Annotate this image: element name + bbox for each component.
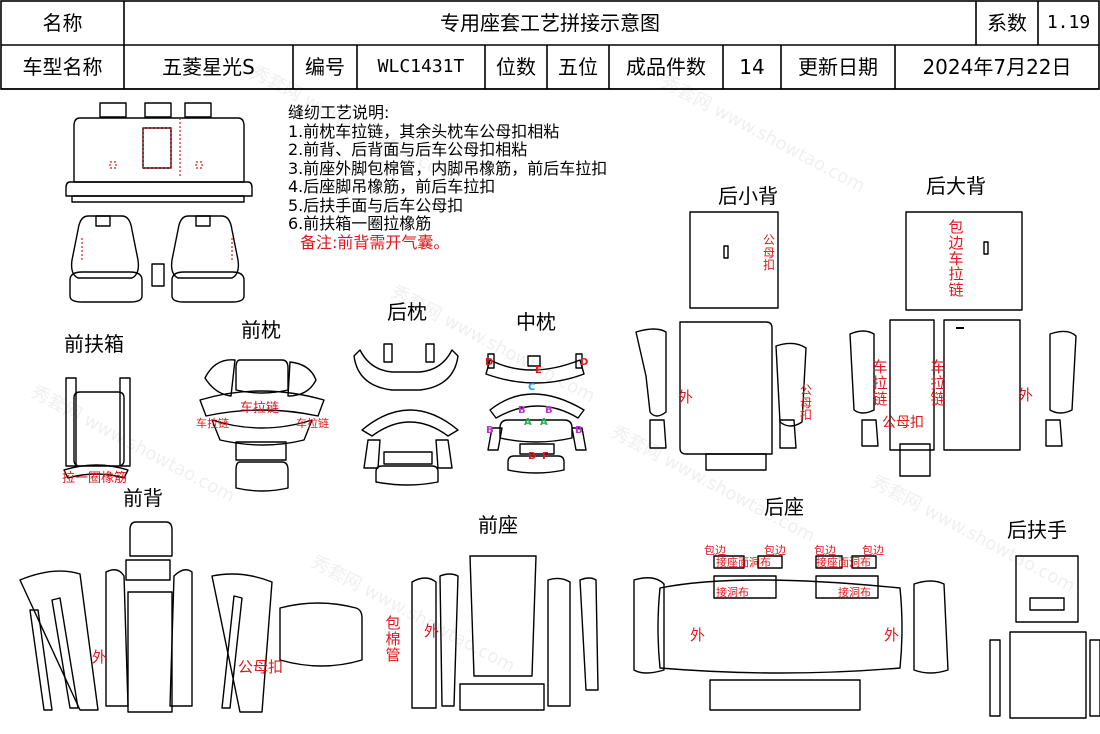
front-back-pieces [19,521,363,713]
annot-rear-seat-outer-right: 外 [884,626,900,644]
annot-rear-small-outer: 外 [678,388,694,406]
section-rear-small-back: 后小背 [718,184,778,208]
annot-rear-seat-join-cushion-1: 接座面洞布 [716,556,771,569]
annot-rear-small-side-male-female: 公母扣 [799,383,812,423]
section-rear-headrest: 后枕 [387,300,427,324]
mark-b-left: B [518,405,526,416]
annot-rear-big-outer: 外 [1018,386,1034,404]
rear-bench-sketch [65,102,253,203]
seats-value: 五位 [558,55,598,79]
sewing-notes: 缝纫工艺说明: 1.前枕车拉链，其余头枕车公母扣相粘 2.前背、后背面与后车公母… [288,103,608,252]
section-rear-big-back: 后大背 [926,174,986,198]
annot-rear-seat-hole-cloth-1: 接洞布 [716,586,749,599]
annot-rear-big-zipper-left: 车拉链 [872,358,888,408]
annot-rear-seat-outer-left: 外 [690,626,706,644]
notes-remark: 备注:前背需开气囊。 [300,232,450,252]
rear-big-back-pieces [849,211,1077,477]
front-armbox-pieces [63,377,131,479]
middle-headrest-pieces [485,353,587,474]
model-value: 五菱星光S [162,55,255,79]
annot-front-back-male-female: 公母扣 [238,658,284,676]
mark-b-outer-left: B [486,425,494,436]
note-item: 6.前扶箱一圈拉橡筋 [288,214,432,233]
note-item: 4.后座脚吊橡筋，前后车拉扣 [288,177,496,196]
header-grid [0,0,1100,90]
sheet-title: 专用座套工艺拼接示意图 [440,11,660,35]
annot-rear-seat-join-cushion-2: 接座面洞布 [816,556,871,569]
annot-front-back-outer: 外 [92,648,108,666]
section-rear-seat: 后座 [764,495,804,519]
annot-front-headrest-zipper: 车拉链 [240,401,280,416]
note-item: 5.后扶手面与后车公母扣 [288,195,464,215]
annot-front-armbox-elastic: 拉一圈橡筋 [62,471,128,486]
annot-rear-seat-binding-2: 包边 [764,544,786,557]
annot-front-seat-outer: 外 [424,622,440,640]
mark-c: C [528,382,536,393]
section-front-headrest: 前枕 [241,318,281,342]
annot-rear-seat-binding-1: 包边 [704,544,726,557]
mark-d-bottom: D [528,451,537,462]
annot-rear-big-binding-zipper: 包边车拉链 [948,218,964,299]
mark-b-right: B [545,405,553,416]
annot-rear-big-male-female: 公母扣 [882,415,924,431]
annot-rear-big-zipper-right: 车拉链 [930,358,946,408]
pieces-label: 成品件数 [626,55,706,79]
rear-armrest-pieces [989,555,1100,719]
annot-rear-seat-hole-cloth-2: 接洞布 [838,586,871,599]
annot-front-headrest-zipper-right: 车拉链 [296,417,329,430]
note-item: 3.前座外脚包棉管，内脚吊橡筋，前后车拉扣 [288,158,608,178]
mark-e: E [535,365,542,376]
rear-headrest-pieces [353,343,459,486]
rear-small-back-pieces [635,211,807,471]
pieces-value: 14 [739,55,765,79]
coef-value: 1.19 [1046,12,1091,33]
mark-f: F [542,451,549,462]
annot-rear-seat-binding-4: 包边 [862,544,884,557]
front-seat-pieces [411,555,599,711]
code-value: WLC1431T [377,56,465,77]
note-item: 1.前枕车拉链，其余头枕车公母扣相粘 [288,121,560,141]
mark-a-right: A [540,417,548,428]
annot-front-seat-cotton-tube: 包棉管 [385,614,401,664]
front-headrest-pieces [199,359,325,492]
coef-label: 系数 [987,11,1027,35]
notes-title: 缝纫工艺说明: [288,103,390,122]
annot-front-headrest-zipper-left: 车拉链 [196,417,229,430]
annot-rear-small-male-female: 公母扣 [762,233,775,273]
mark-b-outer-right: B [575,425,583,436]
section-rear-armrest: 后扶手 [1007,518,1067,542]
mark-d-left: D [485,357,494,368]
date-label: 更新日期 [798,55,878,79]
mark-a-left: A [524,417,532,428]
section-front-back: 前背 [123,486,163,510]
section-front-armbox: 前扶箱 [64,332,124,356]
mark-d-right: D [580,357,589,368]
note-item: 2.前背、后背面与后车公母扣相粘 [288,140,528,159]
rear-seat-pieces [633,555,949,711]
section-front-seat: 前座 [478,513,518,537]
code-label: 编号 [305,55,345,79]
section-middle-headrest: 中枕 [516,310,556,334]
annot-rear-seat-binding-3: 包边 [814,544,836,557]
name-label: 名称 [42,11,83,35]
front-seat-sketch [69,215,245,303]
model-label: 车型名称 [22,55,103,79]
seats-label: 位数 [496,55,536,79]
date-value: 2024年7月22日 [922,55,1072,79]
